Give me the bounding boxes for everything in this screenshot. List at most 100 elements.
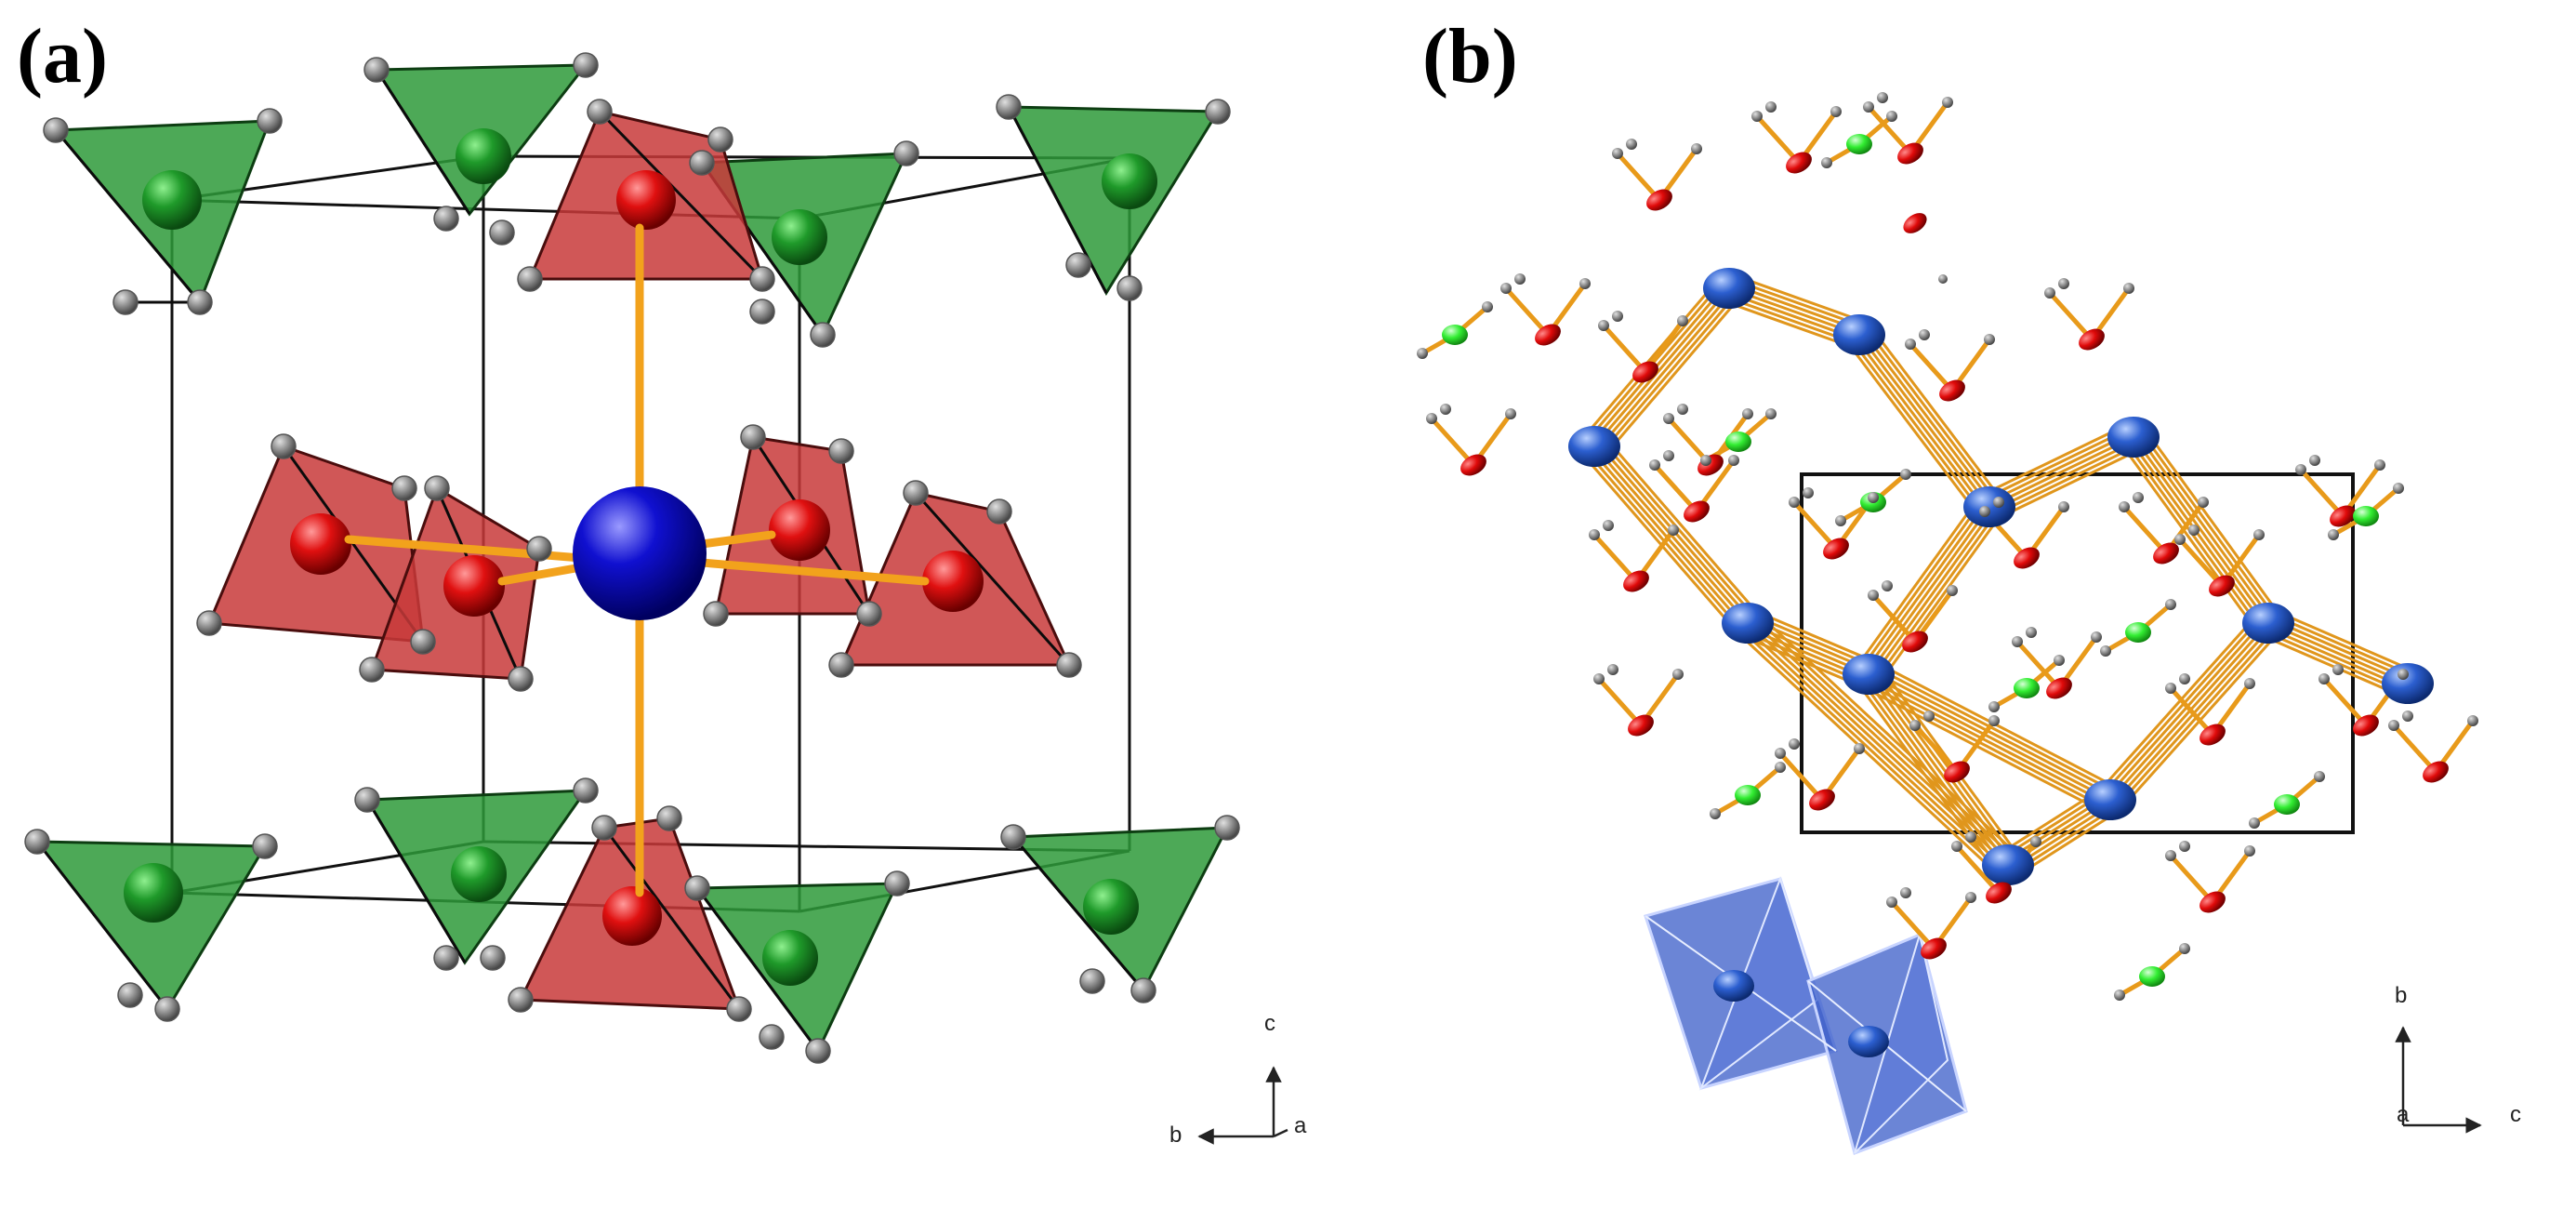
red-atoms-b [1460, 142, 2449, 960]
bond-strand [2273, 608, 2414, 672]
grey-atom [1603, 520, 1614, 531]
grey-atom [2388, 720, 2399, 731]
ligand-bond [2177, 537, 2225, 589]
grey-atom [810, 322, 836, 348]
grey-atom [187, 289, 213, 315]
ligand-bond [1912, 723, 1960, 775]
grey-atom [703, 601, 729, 627]
grey-atom [1868, 590, 1879, 601]
grey-atom [1868, 492, 1879, 503]
ligand-bond [1503, 286, 1551, 338]
blue-atom [1982, 844, 2034, 885]
bond-strand [2143, 428, 2281, 617]
ligand-bond [2391, 723, 2438, 775]
grey-atom [517, 266, 543, 292]
bond-strand [2120, 444, 2259, 632]
grey-atom [117, 982, 143, 1008]
grey-atom [573, 52, 599, 78]
grey-atom [1214, 815, 1240, 841]
panel-b-label: (b) [1422, 13, 1518, 100]
ligand-bond [1954, 843, 2001, 896]
grey-atom [1626, 139, 1637, 150]
bond-strand [1750, 618, 2013, 863]
bond-strand [1874, 511, 1999, 681]
bond-strand [2271, 613, 2412, 677]
grey-atom [684, 875, 710, 901]
bond-strand [1984, 427, 2131, 500]
ligand-bond [1754, 113, 1802, 166]
grey-atom [1789, 497, 1800, 508]
grey-atom [1751, 111, 1763, 122]
green-atom [2014, 678, 2040, 698]
bond-strand [1596, 290, 1734, 451]
bond-strand [1846, 342, 1980, 516]
grey-atom [2467, 715, 2478, 726]
bond-strand [1604, 296, 1741, 457]
green-atom [2125, 622, 2151, 643]
grey-atom [1938, 274, 1948, 284]
grey-atom [1000, 824, 1026, 850]
grey-atom [1765, 408, 1777, 419]
grey-atom [2314, 771, 2325, 782]
grey-atom [1988, 715, 2000, 726]
grey-atom [1677, 404, 1688, 415]
grey-atom [828, 652, 854, 678]
bond-strand [1863, 503, 1988, 672]
ligand-bond [1601, 323, 1648, 375]
red-atom [1986, 882, 2012, 904]
ligand-bond [1652, 462, 1699, 514]
grey-atom [2044, 287, 2055, 299]
green-atom [1725, 432, 1751, 452]
grey-atom [2188, 525, 2200, 536]
green-atom [1442, 325, 1468, 345]
red-atom [2153, 542, 2179, 565]
grey-atom [1947, 585, 1958, 596]
grey-atom [410, 629, 436, 655]
bond-strand [1869, 325, 2002, 499]
bottom-red-tetrahedron [518, 817, 742, 1011]
blue-atom [1722, 603, 1774, 644]
grey-atom [2179, 841, 2190, 852]
bond-strand [1863, 676, 2006, 869]
blue-atom [2084, 779, 2136, 820]
grey-atom [2253, 529, 2265, 540]
bond-strand [2139, 431, 2278, 619]
grey-atom [1965, 892, 1976, 903]
axes-indicator-a: c b a [1169, 1011, 1307, 1148]
grey-atom [805, 1038, 831, 1064]
red-atom [1628, 714, 1654, 737]
grey-atom [433, 206, 459, 232]
red-atom [2200, 891, 2226, 913]
red-atom [1903, 213, 1927, 233]
grey-atom [1612, 311, 1623, 322]
red-atom [1809, 789, 1835, 811]
grey-atom [1882, 580, 1893, 591]
top-green-tetrahedra [52, 63, 1221, 338]
grey-atom [2244, 845, 2255, 857]
red-atom [1460, 454, 1486, 476]
bond-network-b [1420, 100, 2476, 998]
ligand-bond [2168, 853, 2215, 905]
grey-atom [749, 299, 775, 325]
ligand-bond [2015, 639, 2062, 691]
grey-atom [1886, 897, 1897, 908]
bond-strand [2266, 626, 2407, 689]
grey-atom [1854, 743, 1865, 754]
red-atom [1897, 142, 1923, 165]
grey-atom [526, 536, 552, 562]
grey-atom [480, 945, 506, 971]
grey-atom [1593, 673, 1605, 684]
bond-strand [1866, 677, 2109, 805]
grey-atom [1417, 348, 1428, 359]
grey-atom [1612, 148, 1623, 159]
bond-strand [1737, 631, 2000, 877]
grey-atom [2123, 283, 2134, 294]
ligand-bond [1908, 341, 1955, 393]
bond-strand [1854, 337, 1988, 511]
grey-atom [1765, 101, 1777, 113]
grey-atom [2332, 664, 2344, 675]
red-atom [2209, 575, 2235, 597]
grey-atom [1663, 450, 1674, 461]
grey-atom [508, 666, 534, 692]
